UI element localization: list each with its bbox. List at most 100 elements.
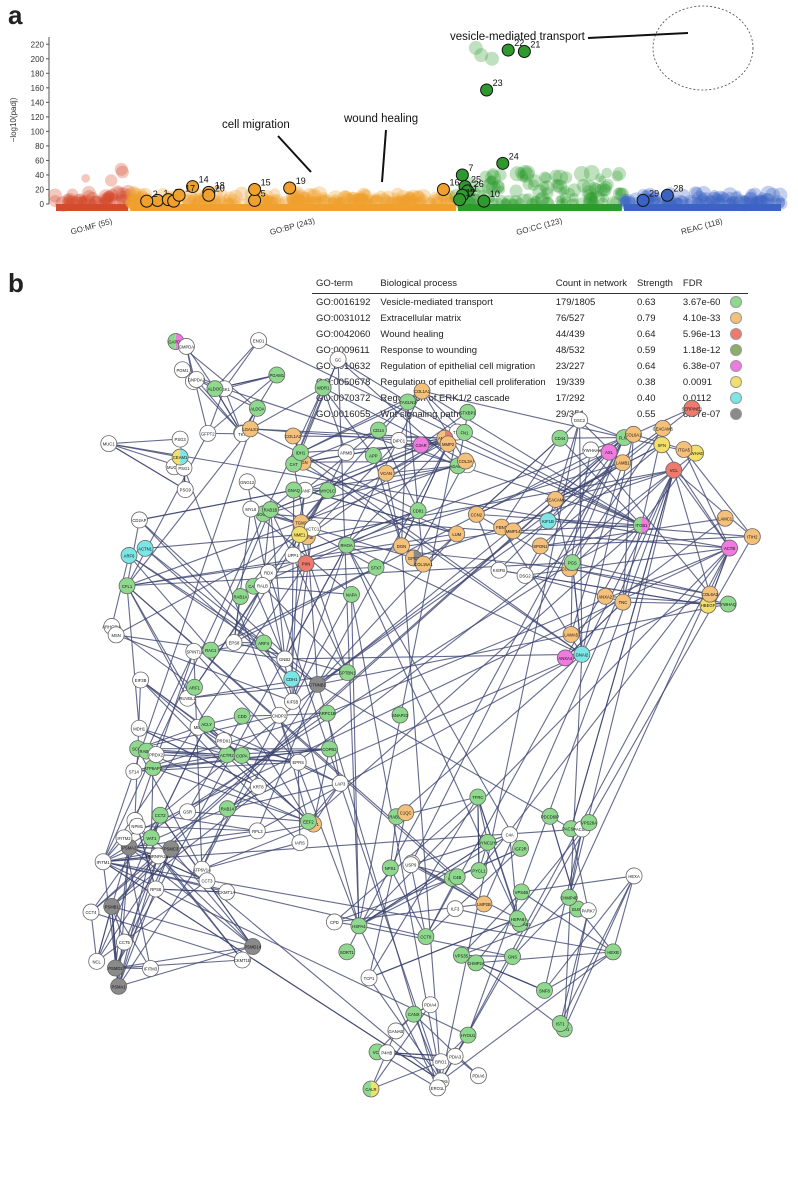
node-circle — [130, 511, 148, 529]
network-node: PSMD2 — [107, 959, 124, 977]
node-label: RALB — [257, 584, 268, 589]
network-node: HSPA4 — [350, 917, 368, 935]
node-circle — [206, 380, 224, 398]
node-label: MSN — [111, 633, 120, 638]
network-edge — [444, 437, 642, 526]
network-node: PYCL1 — [470, 862, 488, 879]
annotation-line — [381, 129, 387, 183]
network-node: CDD — [233, 707, 251, 725]
network-node: PSMD14 — [244, 938, 262, 955]
data-point — [552, 169, 569, 186]
network-edge — [413, 1013, 442, 1082]
node-circle — [130, 719, 148, 737]
category-color-dot — [730, 408, 743, 420]
node-circle — [417, 928, 435, 946]
node-label: ACLY — [201, 722, 212, 727]
network-node: IFITM3 — [142, 960, 159, 977]
network-edge — [111, 469, 675, 907]
node-label: VCAN — [380, 471, 392, 476]
data-point — [114, 162, 128, 176]
data-point — [517, 165, 533, 180]
network-node: CPD — [325, 913, 343, 931]
node-label: IST1 — [556, 1022, 566, 1027]
network-node: UPP1 — [284, 546, 302, 564]
network-edge — [160, 814, 258, 832]
point-label: 18 — [215, 180, 225, 190]
table-cell-process: Regulation of ERK1/2 cascade — [380, 392, 510, 404]
node-circle — [596, 587, 614, 605]
data-point — [691, 191, 707, 207]
network-node: ILF3 — [446, 900, 464, 918]
header-fdr: FDR — [678, 276, 727, 294]
table-cell-color — [726, 342, 748, 358]
table-cell-strength: 0.63 — [637, 296, 656, 308]
network-node: YWHAH — [582, 441, 600, 459]
network-node: RALB — [254, 577, 271, 594]
node-circle — [579, 902, 597, 920]
node-circle — [453, 946, 470, 964]
node-label: C3AR — [415, 443, 426, 448]
network-node: LAMB1 — [614, 454, 632, 472]
node-label: CNDP2 — [272, 713, 287, 718]
data-point — [261, 195, 273, 207]
network-edge — [129, 846, 208, 882]
data-point — [647, 192, 657, 202]
node-label: PSG9 — [180, 488, 192, 493]
table-cell-color — [726, 390, 748, 406]
node-circle — [614, 593, 632, 611]
network-edge — [377, 429, 419, 511]
network-node: ACTB — [721, 539, 738, 557]
node-circle — [238, 473, 256, 491]
node-label: IFITM2 — [117, 836, 131, 841]
data-point — [368, 192, 383, 206]
network-node: PSG3 — [171, 430, 189, 448]
data-point — [583, 165, 600, 181]
data-point — [487, 175, 497, 185]
data-point — [556, 194, 566, 204]
network-node: CANX — [405, 1005, 423, 1023]
data-point — [327, 190, 344, 206]
network-node: GNPDA2 — [188, 371, 206, 388]
node-circle — [614, 454, 632, 472]
header-color — [726, 276, 749, 294]
network-edge — [150, 767, 154, 838]
node-circle — [439, 435, 457, 453]
network-node: CD2AP — [130, 511, 148, 529]
network-edge — [498, 569, 709, 606]
network-edge — [256, 684, 319, 832]
node-circle — [516, 566, 534, 584]
node-circle — [314, 379, 332, 397]
network-edge — [250, 428, 445, 439]
data-point — [528, 174, 542, 188]
network-edge — [509, 834, 519, 919]
data-point — [104, 192, 114, 201]
node-circle — [531, 537, 549, 555]
node-circle — [405, 1005, 423, 1023]
data-point — [602, 178, 614, 191]
node-circle — [560, 889, 578, 906]
network-edge — [569, 469, 675, 570]
labeled-point — [660, 188, 674, 202]
node-label: C1QC — [400, 811, 412, 816]
node-label: RPL3 — [252, 829, 263, 834]
data-point — [728, 191, 743, 206]
data-point — [612, 167, 626, 181]
data-point — [585, 191, 598, 204]
data-point — [516, 169, 529, 182]
node-label: PGAM1 — [269, 373, 284, 378]
node-circle — [115, 933, 133, 951]
node-label: WDR1 — [317, 386, 330, 391]
network-edge — [270, 509, 377, 568]
node-label: COL6A1 — [625, 432, 642, 437]
node-label: HSPA8 — [511, 917, 525, 922]
table-cell-color — [726, 406, 748, 422]
data-point — [479, 170, 492, 183]
data-point — [337, 190, 354, 207]
node-circle — [504, 948, 521, 965]
node-label: PACSIN2 — [562, 827, 580, 832]
network-edge — [115, 959, 243, 969]
category-color-dot — [730, 360, 743, 372]
data-point — [559, 192, 572, 204]
data-point — [181, 189, 198, 206]
network-edge — [413, 460, 467, 559]
